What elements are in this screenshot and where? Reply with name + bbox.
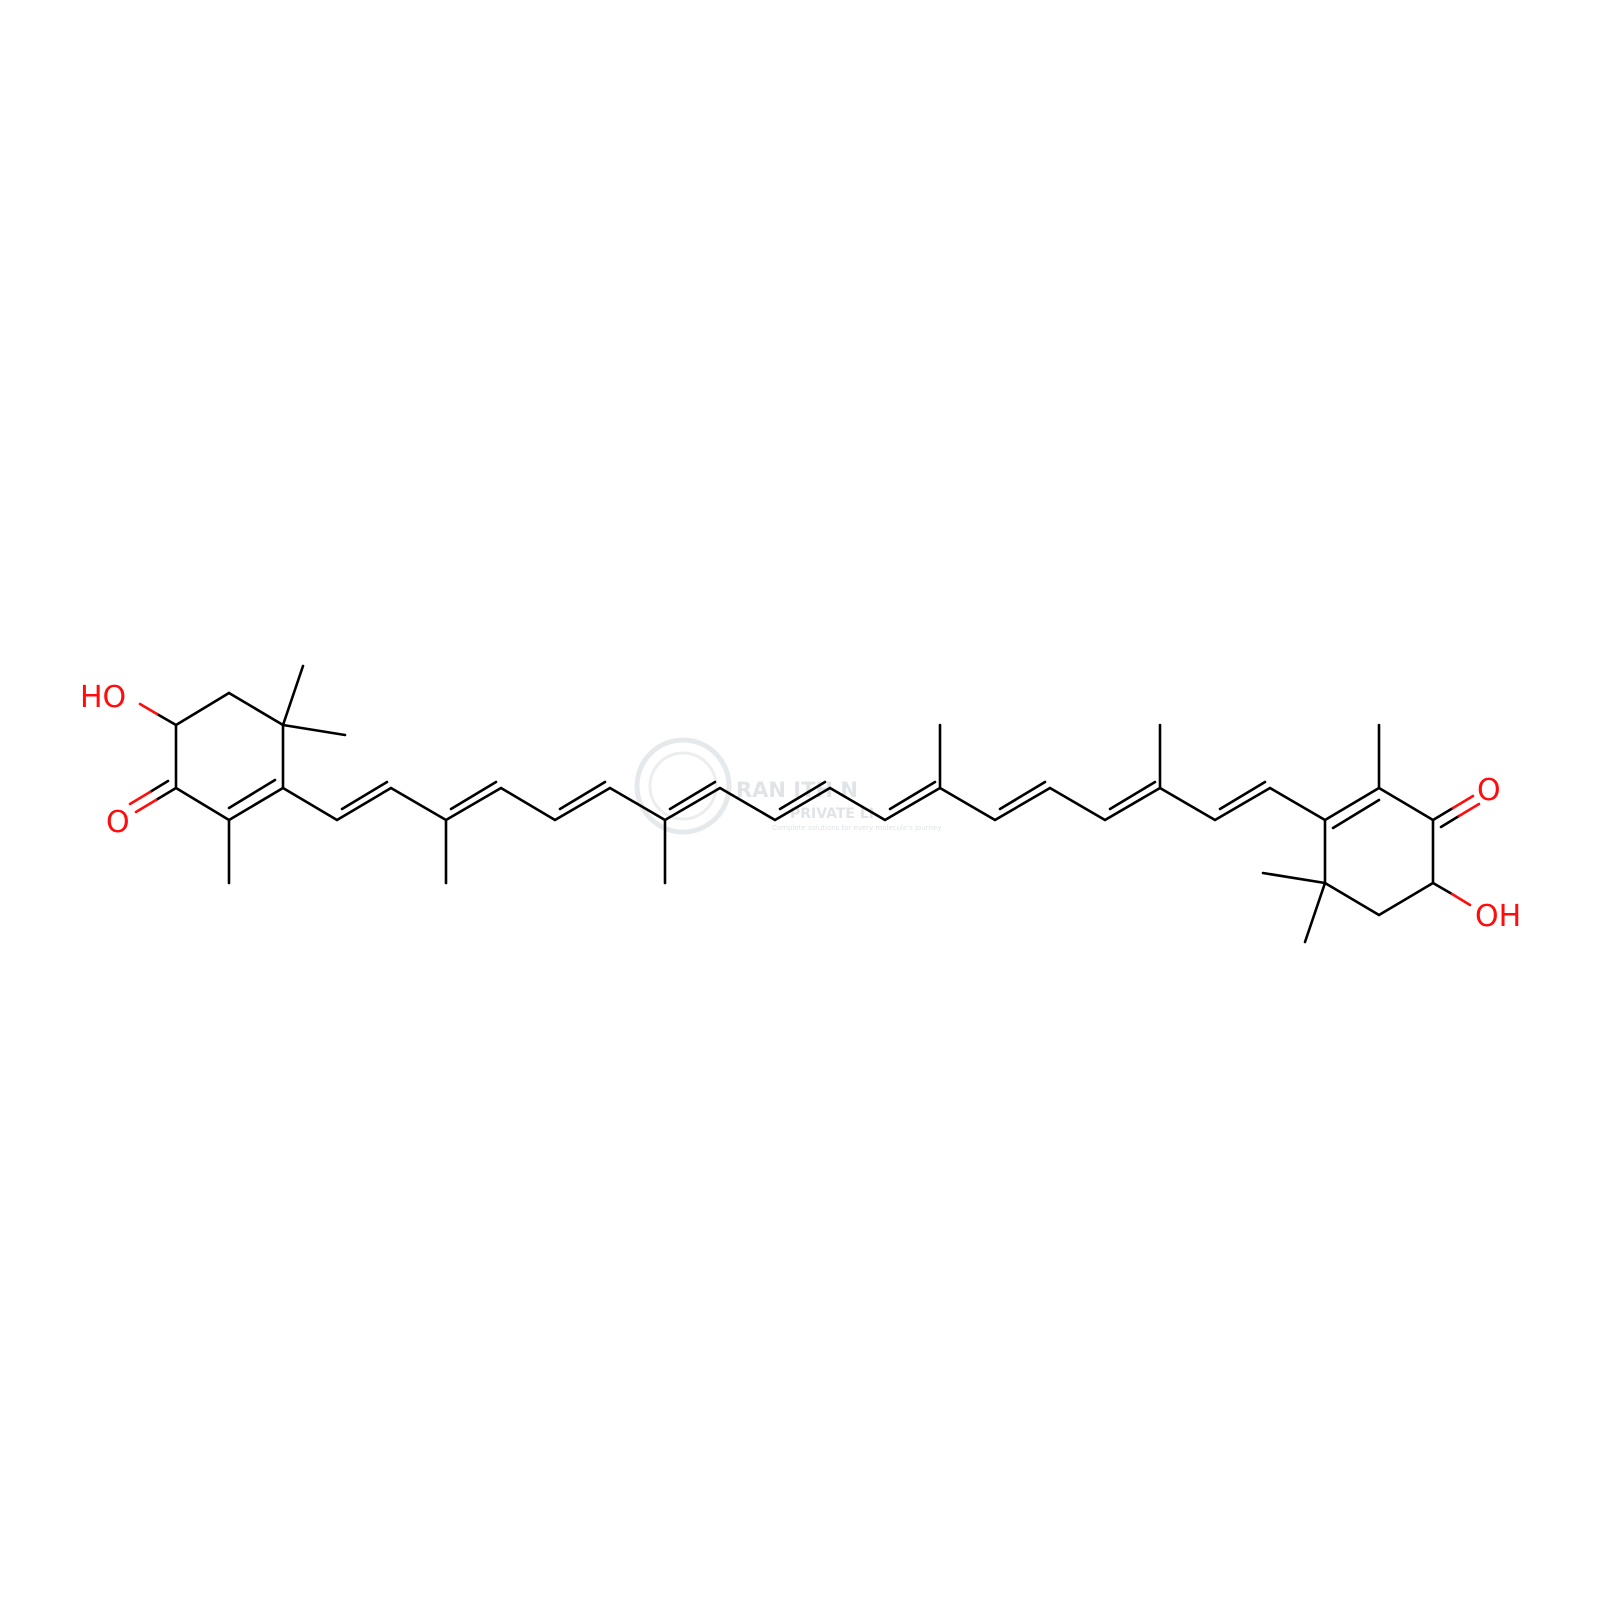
watermark-logo-icon bbox=[634, 737, 732, 835]
bond bbox=[888, 780, 937, 811]
bond bbox=[340, 780, 389, 811]
carbonyl-right-label: O bbox=[1477, 773, 1501, 808]
bond bbox=[1377, 881, 1435, 917]
left-ring: HO O bbox=[80, 664, 347, 885]
bond bbox=[227, 778, 277, 810]
bond bbox=[155, 712, 178, 727]
bond bbox=[1108, 780, 1157, 811]
bond bbox=[778, 780, 827, 811]
bond bbox=[148, 779, 170, 794]
bond bbox=[1439, 814, 1461, 829]
bond bbox=[227, 691, 285, 727]
bond bbox=[1431, 806, 1455, 822]
bond bbox=[1451, 794, 1475, 810]
hydroxyl-left-label: HO bbox=[80, 680, 126, 715]
polyene-chain bbox=[281, 723, 1327, 885]
bond bbox=[449, 780, 498, 811]
bond bbox=[154, 786, 178, 802]
bond bbox=[1323, 881, 1381, 917]
bond bbox=[134, 798, 158, 814]
bond bbox=[1331, 798, 1381, 830]
bond bbox=[281, 723, 347, 737]
bond bbox=[998, 780, 1047, 811]
bond bbox=[227, 786, 285, 822]
bond bbox=[174, 786, 231, 822]
bond bbox=[668, 780, 717, 811]
bond bbox=[1450, 892, 1472, 907]
watermark: RAN ITH N PRIVATE LI Complete solutions … bbox=[634, 737, 941, 835]
bond bbox=[1457, 802, 1481, 818]
bond bbox=[1323, 786, 1381, 822]
bond bbox=[1431, 881, 1454, 896]
bond bbox=[1261, 871, 1327, 885]
watermark-tagline: Complete solutions for every molecule's … bbox=[772, 824, 941, 832]
right-ring: O OH bbox=[1261, 723, 1521, 944]
bond bbox=[1218, 780, 1267, 811]
carbonyl-left-label: O bbox=[106, 805, 130, 840]
hydroxyl-right-label: OH bbox=[1475, 899, 1521, 934]
bond bbox=[1377, 786, 1435, 822]
watermark-logo-inner-icon bbox=[648, 751, 718, 821]
watermark-line2: PRIVATE LI bbox=[790, 806, 874, 822]
bond bbox=[174, 691, 231, 727]
chain-backbone bbox=[281, 786, 1327, 822]
bond bbox=[128, 790, 152, 806]
bond bbox=[558, 780, 607, 811]
bond bbox=[281, 664, 305, 727]
bond bbox=[138, 702, 159, 716]
bond bbox=[1303, 881, 1327, 944]
